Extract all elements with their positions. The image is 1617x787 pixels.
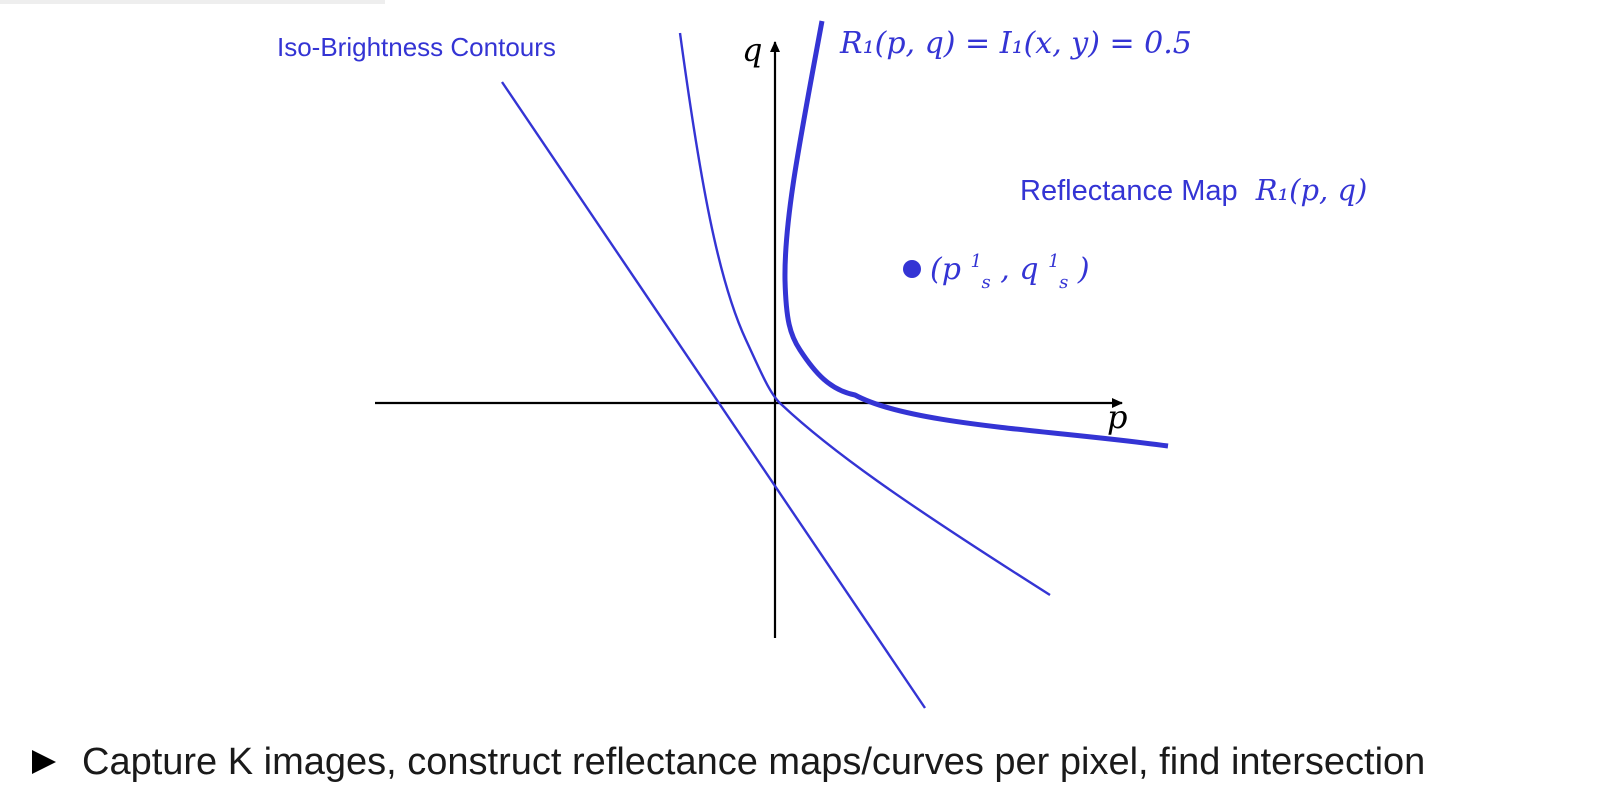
source-point-close: ): [1077, 252, 1090, 287]
highlighted-contour-r1: [782, 20, 1169, 449]
bullet-line: Capture K images, construct reflectance …: [32, 738, 1425, 786]
source-point-sub-p: s: [981, 272, 990, 293]
reflectance-map-math: R₁(p, q): [1255, 173, 1368, 207]
source-point-mid: , q: [1000, 252, 1038, 287]
bullet-text: Capture K images, construct reflectance …: [82, 740, 1426, 783]
source-point-sup-q: 1: [1048, 251, 1059, 272]
source-point-sup-p: 1: [970, 251, 981, 272]
right-triangle-bullet-icon: [32, 750, 56, 774]
reflectance-map-diagram: Iso-Brightness Contours R₁(p, q) = I₁(x,…: [277, 20, 1367, 709]
iso-brightness-label: Iso-Brightness Contours: [277, 32, 556, 62]
reflectance-map-label: Reflectance Map R₁(p, q): [1020, 173, 1367, 207]
source-point-sub-q: s: [1059, 272, 1068, 293]
source-point-label: (p 1 s , q 1 s ): [930, 240, 1090, 296]
source-point-marker: [903, 260, 921, 278]
p-axis-label: p: [1107, 398, 1127, 436]
iso-contour-straight: [501, 81, 926, 709]
q-axis-label: q: [742, 31, 762, 69]
constraint-equation-label: R₁(p, q) = I₁(x, y) = 0.5: [839, 26, 1192, 61]
iso-contour-curved: [678, 32, 1051, 597]
source-point-open: (p: [930, 252, 961, 287]
top-strip: [0, 0, 385, 4]
reflectance-map-text: Reflectance Map: [1020, 175, 1238, 207]
